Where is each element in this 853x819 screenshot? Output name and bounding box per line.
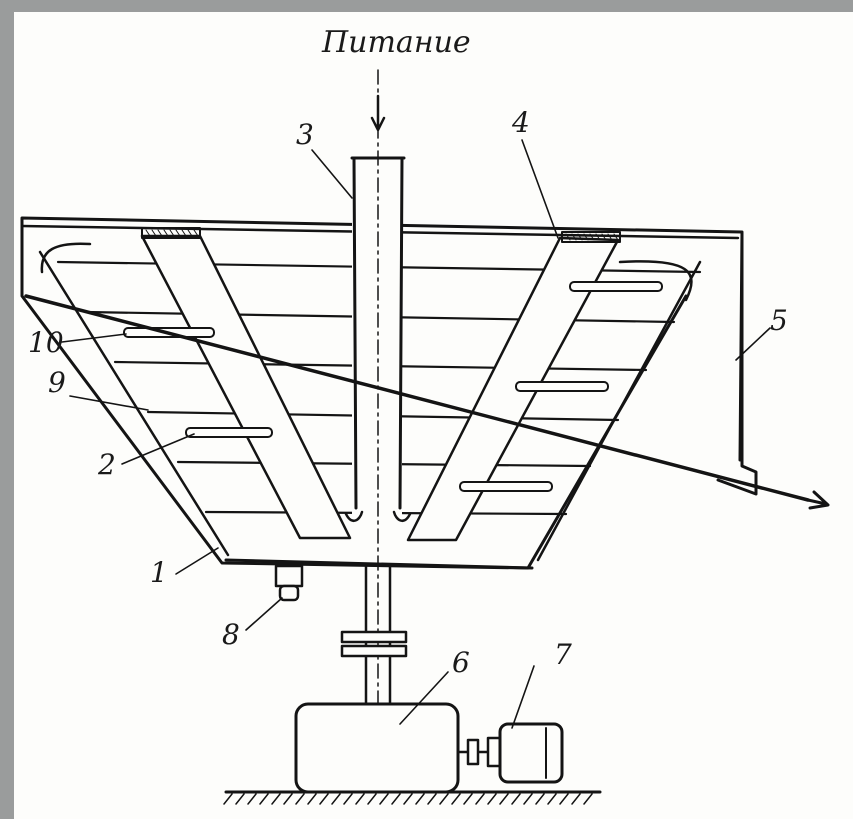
blade (515, 381, 609, 392)
callout-9: 9 (48, 366, 66, 399)
right-channel-cap (561, 231, 621, 243)
feed-pipe-body (352, 158, 402, 518)
coupling-bottom (340, 644, 408, 658)
drive-unit (294, 702, 564, 794)
drain-body (274, 564, 304, 588)
callout-3: 3 (296, 118, 314, 151)
callout-5: 5 (770, 304, 788, 337)
left-channel (140, 234, 352, 540)
belt-arrow (806, 490, 830, 510)
bowl-inner-right (536, 260, 702, 562)
motor-coupling (456, 736, 502, 768)
bowl-inner-left (38, 250, 230, 557)
callout-4: 4 (511, 106, 530, 139)
feed-label: Питание (321, 25, 471, 60)
blade (185, 427, 273, 438)
left-cap-hatch (145, 229, 199, 237)
leader-10 (61, 333, 127, 343)
feed-pipe (344, 69, 412, 791)
drawing-paper (14, 12, 853, 819)
leader-5 (735, 327, 771, 361)
leader-3 (311, 149, 353, 199)
leader-9 (69, 395, 149, 411)
tank-body (20, 216, 758, 570)
inclined-belt (24, 294, 830, 510)
drain-nozzle (278, 584, 300, 602)
callout-10: 10 (28, 326, 64, 359)
leader-8 (245, 597, 283, 631)
leader-6 (399, 671, 449, 725)
tank-outline (20, 216, 758, 570)
gearbox (294, 702, 460, 794)
right-hook (618, 260, 693, 302)
feed-pipe-outlet (344, 510, 412, 522)
ground-hatch (223, 793, 593, 805)
callout-8: 8 (222, 618, 240, 651)
ground (223, 790, 602, 805)
right-channel (406, 236, 620, 542)
callout-1: 1 (150, 556, 168, 589)
belt-line (24, 294, 810, 502)
leader-4 (521, 139, 559, 239)
labels: Питание 3 4 5 10 9 2 1 8 6 7 (28, 25, 788, 679)
drive-shaft (340, 564, 408, 712)
blades (123, 281, 663, 492)
feed-arrow (370, 94, 386, 132)
leader-7 (511, 665, 535, 729)
leader-lines (61, 139, 771, 729)
drain-valve (274, 564, 304, 602)
blade (459, 481, 553, 492)
right-cap-hatch (565, 233, 619, 241)
blade (569, 281, 663, 292)
leader-2 (121, 433, 195, 465)
leader-1 (175, 547, 219, 575)
callout-7: 7 (554, 638, 572, 671)
callout-6: 6 (452, 646, 470, 679)
motor (498, 722, 564, 784)
left-channel-cap (141, 227, 201, 239)
left-hook (40, 242, 92, 274)
coupling-top (340, 630, 408, 644)
bowl-bottom (224, 558, 534, 570)
callout-2: 2 (97, 448, 116, 481)
